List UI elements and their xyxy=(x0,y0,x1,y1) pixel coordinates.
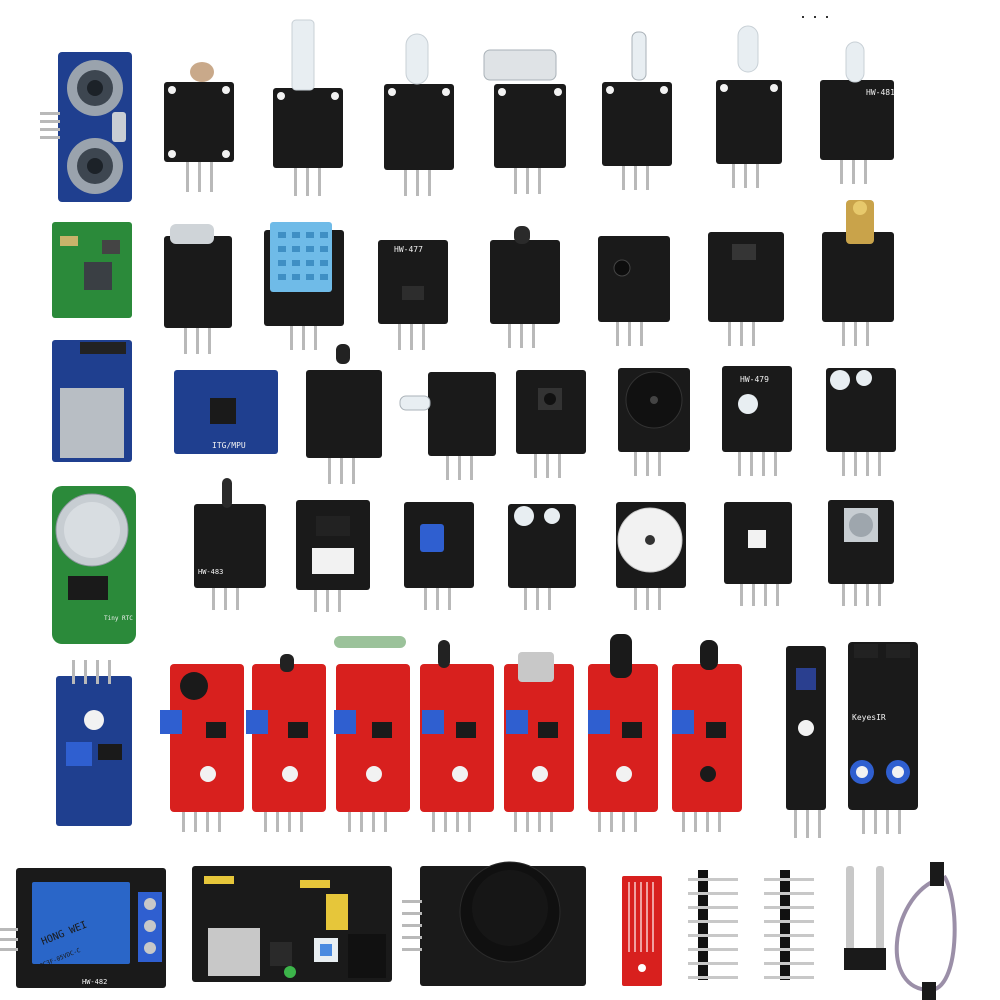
sound-sensor-blue-module xyxy=(56,660,132,826)
thermistor-red-module xyxy=(420,640,494,832)
hw-477-label: HW-477 xyxy=(394,245,423,254)
hw-479-rgb-led-module: HW-479 xyxy=(722,366,792,476)
flame-red-module xyxy=(588,634,658,832)
hw-479-label: HW-479 xyxy=(740,375,769,384)
transistor-module xyxy=(490,226,560,348)
hw-477-module: HW-477 xyxy=(378,240,448,350)
water-level-sensor xyxy=(622,876,662,986)
breadboard-power-module xyxy=(192,866,392,982)
temperature-red-module xyxy=(246,654,326,832)
tilt-switch-module xyxy=(483,49,566,194)
ir-obstacle-avoidance-module: KeyesIR xyxy=(848,642,918,834)
hw-481-label: HW-481 xyxy=(866,88,895,97)
reed-switch-module xyxy=(404,502,474,610)
pin-header-strip-2 xyxy=(764,870,814,980)
led-two-color-module xyxy=(273,19,343,196)
joystick-module xyxy=(402,861,586,986)
smd-rgb-module xyxy=(724,502,792,606)
hw-481-module: HW-481 xyxy=(820,41,895,184)
hall-red-module xyxy=(672,640,742,832)
led-module-2 xyxy=(716,25,782,188)
flame-sensor-module xyxy=(164,224,232,354)
ir-transmitter-module xyxy=(826,368,896,476)
dupont-jumper-cable xyxy=(894,862,957,1000)
rgb-led-module xyxy=(508,504,576,610)
mpu-label: ITG/MPU xyxy=(212,441,246,450)
reed-red-module xyxy=(334,636,410,832)
photoresistor-module xyxy=(164,62,234,192)
push-button-module xyxy=(516,370,586,478)
optical-switch-module xyxy=(296,500,370,612)
hall-sensor-module xyxy=(708,232,784,346)
rtc-label: Tiny RTC xyxy=(104,615,133,622)
soil-moisture-probe xyxy=(844,866,886,970)
rtc-clock-module: Tiny RTC xyxy=(52,486,136,644)
sd-card-module xyxy=(52,340,132,462)
buzzer-module xyxy=(618,368,690,476)
pin-header-strip-1 xyxy=(688,870,738,980)
relay-module: HONG WEI JQC3F-05VDC-C HW-482 xyxy=(0,868,166,988)
temperature-sensor-module xyxy=(306,344,382,484)
dht11-temperature-humidity-module xyxy=(264,222,344,350)
ultrasonic-sensor-module xyxy=(40,52,132,202)
red-sensor-modules-row xyxy=(160,634,742,832)
ir-label: KeyesIR xyxy=(852,713,886,722)
laser-module xyxy=(822,200,894,346)
line-tracking-module xyxy=(786,646,826,838)
microphone-red-module xyxy=(160,664,244,832)
mercury-switch-module xyxy=(602,31,672,190)
decoration-dots xyxy=(802,16,828,18)
passive-buzzer-module xyxy=(616,502,686,610)
hw-483-label: HW-483 xyxy=(198,568,223,576)
ir-receiver-module xyxy=(598,236,670,346)
dc-dc-converter-module xyxy=(52,222,132,318)
rotary-encoder-module xyxy=(828,500,894,606)
mpu-gyroscope-module: ITG/MPU xyxy=(174,370,278,454)
big-microphone-red-module xyxy=(504,652,574,832)
infrared-obstacle-module xyxy=(399,372,496,480)
led-module xyxy=(384,33,454,196)
thermistor-module: HW-483 xyxy=(194,478,266,610)
relay-code-label: HW-482 xyxy=(82,978,107,986)
